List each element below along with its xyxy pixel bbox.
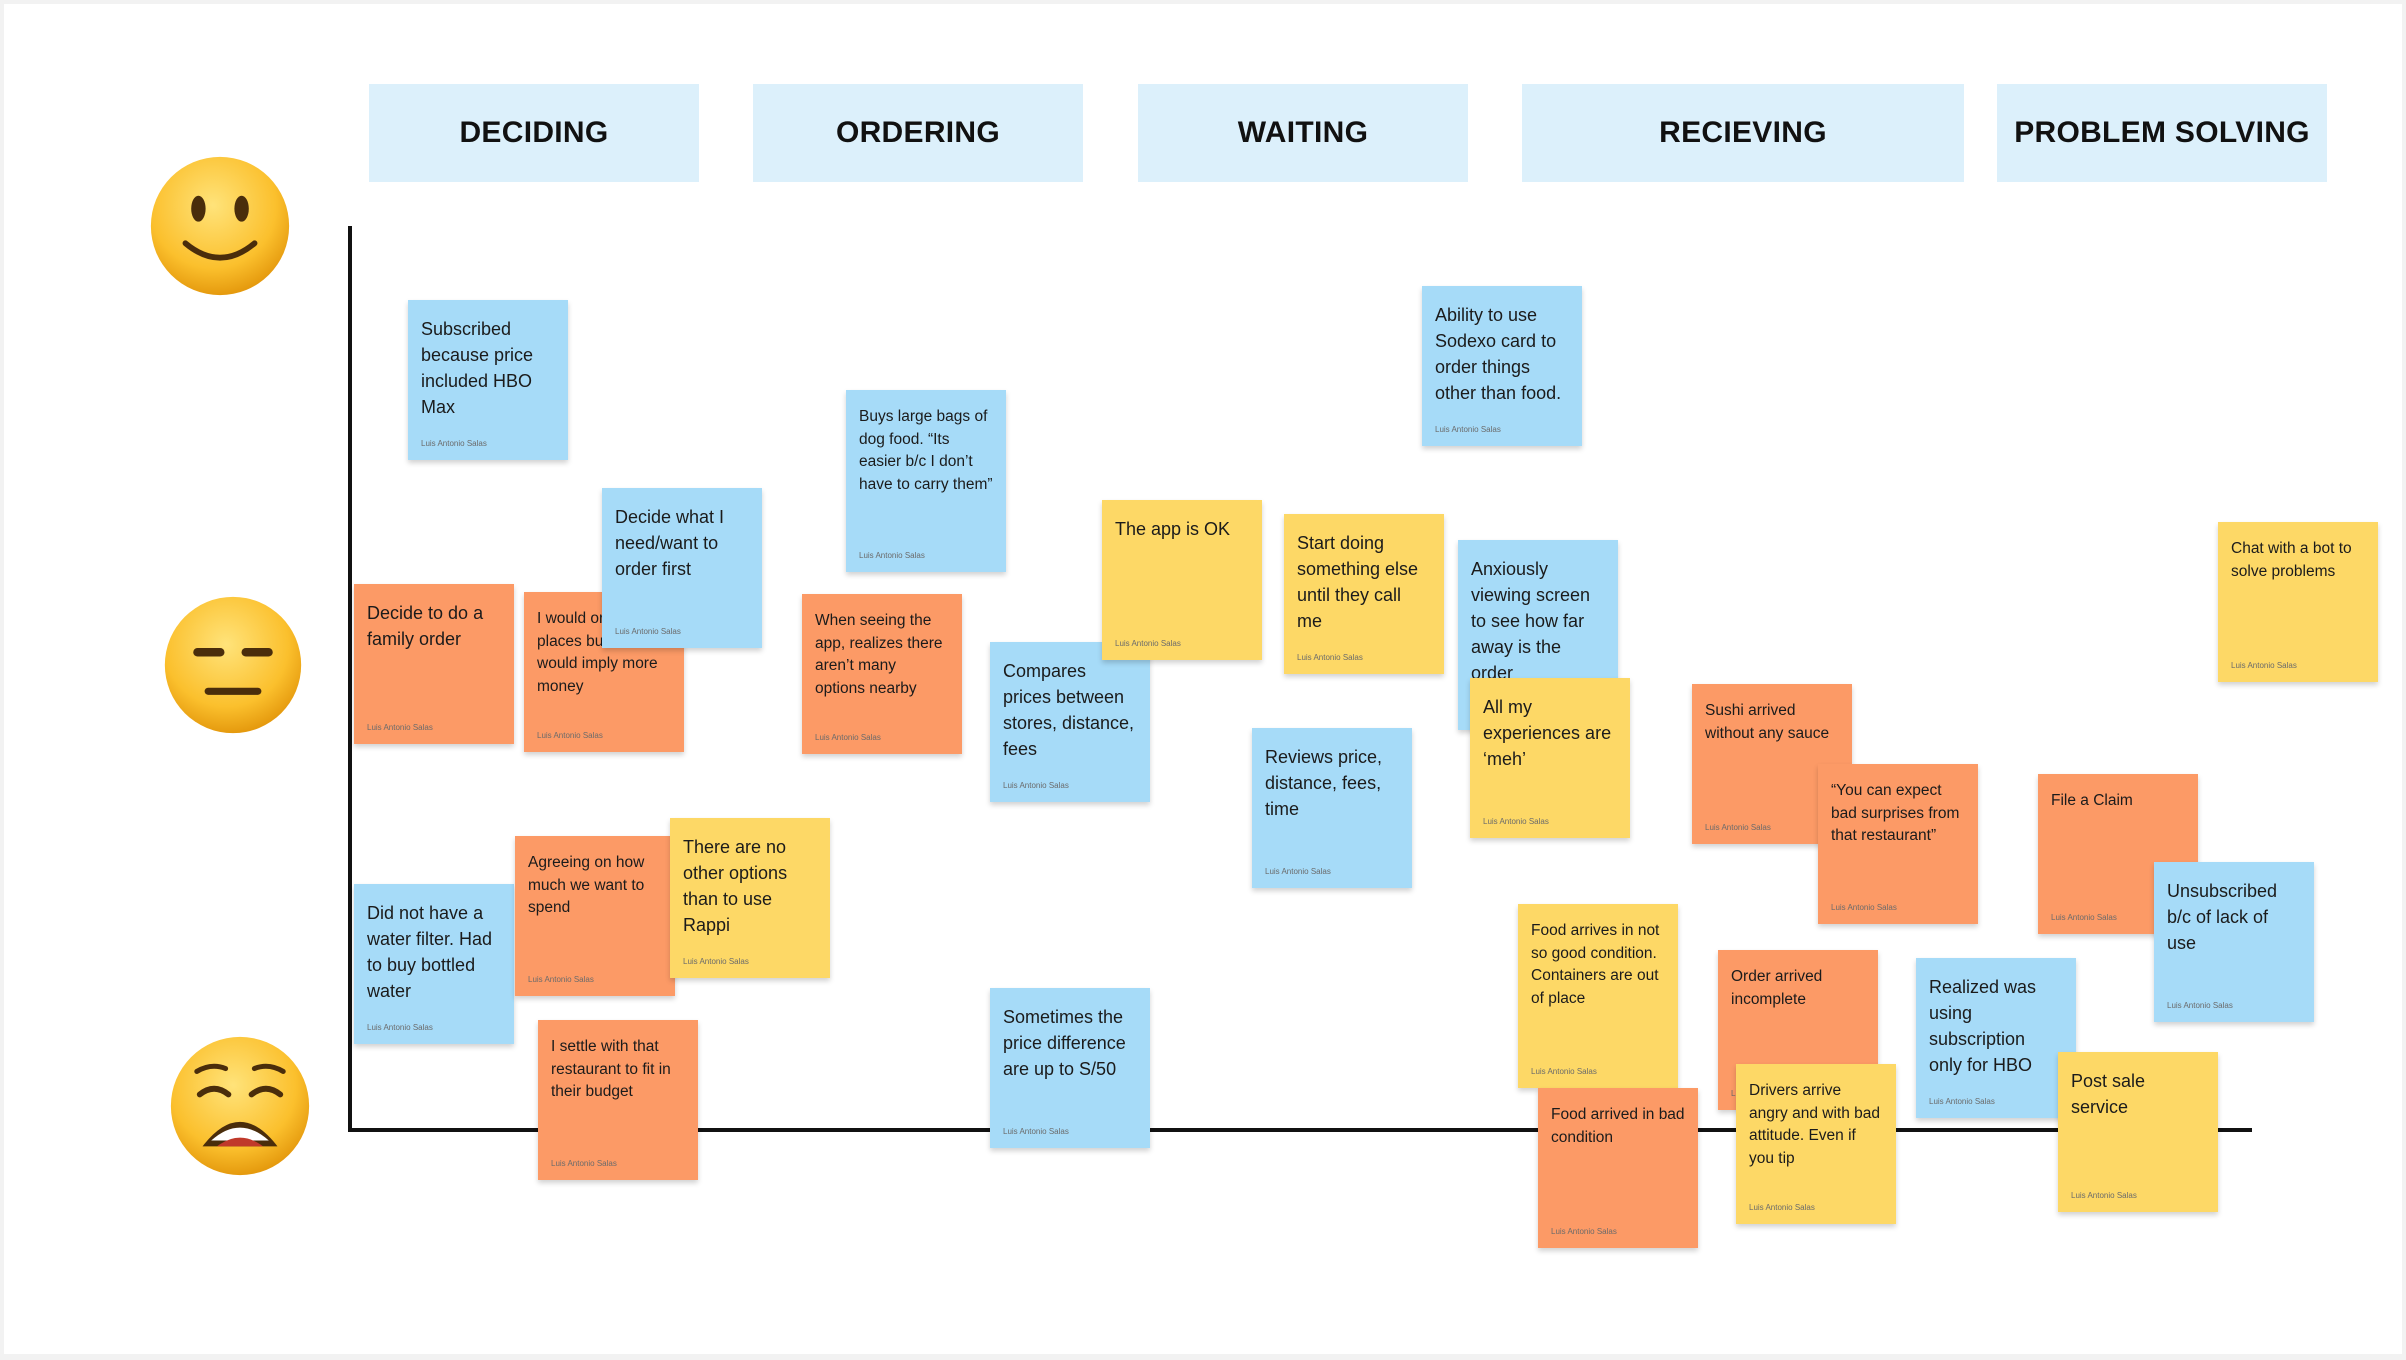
sticky-note[interactable]: Post sale service Luis Antonio Salas <box>2058 1052 2218 1212</box>
sticky-note[interactable]: Realized was using subscription only for… <box>1916 958 2076 1118</box>
note-author: Luis Antonio Salas <box>1831 903 1897 912</box>
note-author: Luis Antonio Salas <box>2051 913 2117 922</box>
sticky-note[interactable]: Decide to do a family order Luis Antonio… <box>354 584 514 744</box>
sticky-note[interactable]: There are no other options than to use R… <box>670 818 830 978</box>
note-author: Luis Antonio Salas <box>551 1159 617 1168</box>
note-text: Agreeing on how much we want to spend <box>528 854 645 916</box>
journey-map-board: DECIDING ORDERING WAITING RECIEVING PROB… <box>4 4 2402 1354</box>
note-author: Luis Antonio Salas <box>859 551 925 560</box>
sticky-note[interactable]: All my experiences are ‘meh’ Luis Antoni… <box>1470 678 1630 838</box>
note-text: All my experiences are ‘meh’ <box>1483 697 1612 769</box>
note-author: Luis Antonio Salas <box>1115 639 1181 648</box>
sticky-note[interactable]: Compares prices between stores, distance… <box>990 642 1150 802</box>
note-text: Compares prices between stores, distance… <box>1003 661 1135 759</box>
note-text: Start doing something else until they ca… <box>1297 533 1419 631</box>
note-text: Decide to do a family order <box>367 603 484 649</box>
note-author: Luis Antonio Salas <box>1297 653 1363 662</box>
note-author: Luis Antonio Salas <box>1483 817 1549 826</box>
sticky-note[interactable]: Drivers arrive angry and with bad attitu… <box>1736 1064 1896 1224</box>
sticky-note[interactable]: Reviews price, distance, fees, time Luis… <box>1252 728 1412 888</box>
sticky-note[interactable]: Subscribed because price included HBO Ma… <box>408 300 568 460</box>
note-author: Luis Antonio Salas <box>2071 1191 2137 1200</box>
sticky-note[interactable]: Ability to use Sodexo card to order thin… <box>1422 286 1582 446</box>
note-text: Buys large bags of dog food. “Its easier… <box>859 408 993 493</box>
note-author: Luis Antonio Salas <box>1749 1203 1815 1212</box>
note-author: Luis Antonio Salas <box>1003 781 1069 790</box>
note-text: Subscribed because price included HBO Ma… <box>421 319 534 417</box>
note-text: There are no other options than to use R… <box>683 837 788 935</box>
note-author: Luis Antonio Salas <box>1705 823 1771 832</box>
note-author: Luis Antonio Salas <box>1435 425 1501 434</box>
note-text: Decide what I need/want to order first <box>615 507 725 579</box>
note-author: Luis Antonio Salas <box>683 957 749 966</box>
note-text: When seeing the app, realizes there aren… <box>815 612 943 697</box>
note-text: The app is OK <box>1115 519 1231 539</box>
sticky-note[interactable]: Sometimes the price difference are up to… <box>990 988 1150 1148</box>
sticky-note[interactable]: When seeing the app, realizes there aren… <box>802 594 962 754</box>
sticky-note[interactable]: Chat with a bot to solve problems Luis A… <box>2218 522 2378 682</box>
sticky-note[interactable]: Decide what I need/want to order first L… <box>602 488 762 648</box>
note-author: Luis Antonio Salas <box>2167 1001 2233 1010</box>
sticky-note[interactable]: Did not have a water filter. Had to buy … <box>354 884 514 1044</box>
sticky-note[interactable]: Start doing something else until they ca… <box>1284 514 1444 674</box>
note-author: Luis Antonio Salas <box>537 731 603 740</box>
note-text: I settle with that restaurant to fit in … <box>551 1038 671 1100</box>
note-author: Luis Antonio Salas <box>528 975 594 984</box>
sticky-note[interactable]: I settle with that restaurant to fit in … <box>538 1020 698 1180</box>
note-author: Luis Antonio Salas <box>421 439 487 448</box>
note-text: Order arrived incomplete <box>1731 968 1823 1008</box>
note-text: Did not have a water filter. Had to buy … <box>367 903 493 1001</box>
note-text: Unsubscribed b/c of lack of use <box>2167 881 2278 953</box>
note-text: Food arrives in not so good condition. C… <box>1531 922 1660 1007</box>
phase-waiting-header: WAITING <box>1138 84 1468 182</box>
phase-ordering-header: ORDERING <box>753 84 1083 182</box>
note-text: Drivers arrive angry and with bad attitu… <box>1749 1082 1880 1167</box>
note-author: Luis Antonio Salas <box>1265 867 1331 876</box>
neutral-face-emoji <box>164 596 302 734</box>
emotion-axis <box>348 226 352 1132</box>
sticky-note[interactable]: Buys large bags of dog food. “Its easier… <box>846 390 1006 572</box>
note-text: Sometimes the price difference are up to… <box>1003 1007 1126 1079</box>
note-author: Luis Antonio Salas <box>615 627 681 636</box>
note-text: Sushi arrived without any sauce <box>1705 702 1830 742</box>
sticky-note[interactable]: Unsubscribed b/c of lack of use Luis Ant… <box>2154 862 2314 1022</box>
sticky-note[interactable]: Food arrives in not so good condition. C… <box>1518 904 1678 1088</box>
note-author: Luis Antonio Salas <box>1003 1127 1069 1136</box>
note-text: Post sale service <box>2071 1071 2146 1117</box>
note-author: Luis Antonio Salas <box>1929 1097 1995 1106</box>
note-author: Luis Antonio Salas <box>1531 1067 1597 1076</box>
note-text: Anxiously viewing screen to see how far … <box>1471 559 1591 683</box>
note-author: Luis Antonio Salas <box>367 1023 433 1032</box>
note-text: Realized was using subscription only for… <box>1929 977 2037 1075</box>
note-author: Luis Antonio Salas <box>367 723 433 732</box>
phase-problem-solving-header: PROBLEM SOLVING <box>1997 84 2327 182</box>
note-text: File a Claim <box>2051 792 2133 809</box>
note-author: Luis Antonio Salas <box>815 733 881 742</box>
sticky-note[interactable]: Food arrived in bad condition Luis Anton… <box>1538 1088 1698 1248</box>
note-author: Luis Antonio Salas <box>1551 1227 1617 1236</box>
note-text: “You can expect bad surprises from that … <box>1831 782 1960 844</box>
phase-deciding-header: DECIDING <box>369 84 699 182</box>
note-text: Reviews price, distance, fees, time <box>1265 747 1383 819</box>
sticky-note[interactable]: “You can expect bad surprises from that … <box>1818 764 1978 924</box>
happy-face-emoji <box>150 156 290 296</box>
sticky-note[interactable]: The app is OK Luis Antonio Salas <box>1102 500 1262 660</box>
timeline-axis <box>348 1128 2252 1132</box>
sticky-note[interactable]: Agreeing on how much we want to spend Lu… <box>515 836 675 996</box>
note-author: Luis Antonio Salas <box>2231 661 2297 670</box>
note-text: Chat with a bot to solve problems <box>2231 540 2352 580</box>
note-text: Ability to use Sodexo card to order thin… <box>1435 305 1562 403</box>
note-text: Food arrived in bad condition <box>1551 1106 1685 1146</box>
phase-recieving-header: RECIEVING <box>1522 84 1964 182</box>
weary-face-emoji <box>170 1036 310 1176</box>
